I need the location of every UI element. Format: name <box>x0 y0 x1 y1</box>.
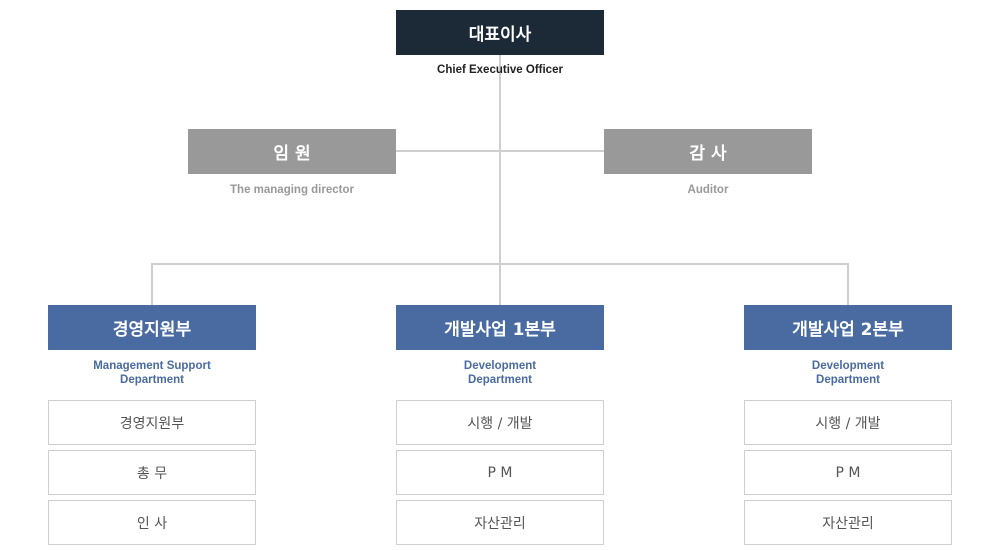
department-subtitle-line2: Department <box>120 374 184 386</box>
department-box-management-support: 경영지원부 <box>48 305 256 350</box>
department-item: 시행 / 개발 <box>744 400 952 445</box>
department-subtitle-line1: Development <box>463 360 537 372</box>
ceo-subtitle: Chief Executive Officer <box>437 64 563 76</box>
executive-title: 임 원 <box>273 144 311 164</box>
auditor-subtitle: Auditor <box>687 184 729 196</box>
department-subtitle-line2: Department <box>816 374 880 386</box>
department-item: P M <box>744 450 952 495</box>
department-subtitle-line1: Management Support <box>93 360 211 372</box>
department-subtitle: Development Department <box>728 359 968 387</box>
department-title: 경영지원부 <box>112 320 192 340</box>
auditor-box: 감 사 <box>604 129 812 174</box>
auditor-title: 감 사 <box>689 144 727 164</box>
department-item: 경영지원부 <box>48 400 256 445</box>
department-item: 인 사 <box>48 500 256 545</box>
ceo-box: 대표이사 <box>396 10 604 55</box>
ceo-title: 대표이사 <box>468 25 532 45</box>
department-item: 자산관리 <box>744 500 952 545</box>
connector-executive-branch <box>396 150 604 152</box>
department-title: 개발사업 2본부 <box>792 320 904 340</box>
department-subtitle: Development Department <box>380 359 620 387</box>
department-subtitle-line2: Department <box>468 374 532 386</box>
department-title: 개발사업 1본부 <box>444 320 556 340</box>
department-subtitle-line1: Development <box>811 360 885 372</box>
connector-dept-right <box>847 263 849 305</box>
executive-subtitle: The managing director <box>230 184 354 196</box>
executive-box: 임 원 <box>188 129 396 174</box>
department-item: 자산관리 <box>396 500 604 545</box>
connector-dept-left <box>151 263 153 305</box>
department-box-development-1: 개발사업 1본부 <box>396 305 604 350</box>
connector-vertical-main <box>499 55 501 305</box>
connector-department-branch <box>151 263 849 265</box>
department-item: P M <box>396 450 604 495</box>
department-box-development-2: 개발사업 2본부 <box>744 305 952 350</box>
department-subtitle: Management Support Department <box>32 359 272 387</box>
department-item: 총 무 <box>48 450 256 495</box>
department-item: 시행 / 개발 <box>396 400 604 445</box>
